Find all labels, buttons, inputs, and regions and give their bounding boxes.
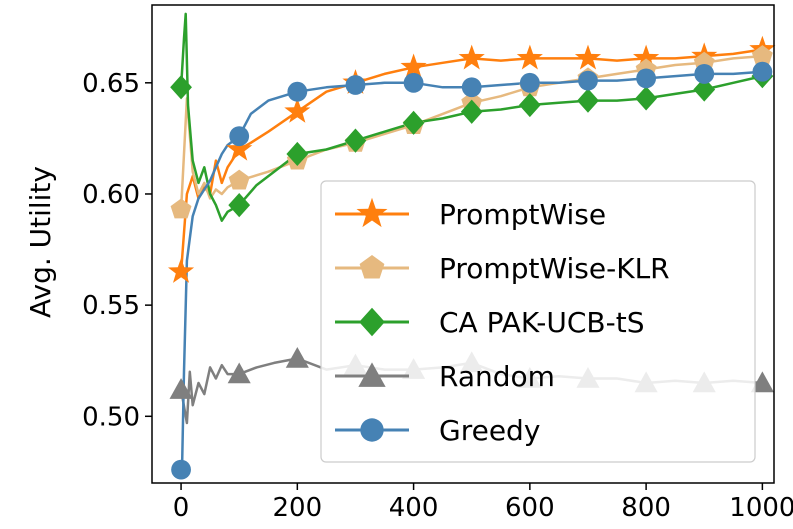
x-tick-label: 400 [389,493,439,523]
data-point-ca-pak-ucb-ts [577,88,599,113]
data-point-promptwise [284,98,311,123]
data-point-ca-pak-ucb-ts [518,92,541,118]
data-point-promptwise-klr [170,198,192,219]
legend-marker-random [358,362,386,387]
data-point-ca-pak-ucb-ts [635,86,658,111]
data-point-greedy [403,72,424,93]
data-point-promptwise [574,44,602,70]
data-point-ca-pak-ucb-ts [344,128,367,153]
data-point-ca-pak-ucb-ts [170,75,192,100]
data-point-promptwise [168,258,195,283]
data-point-ca-pak-ucb-ts [228,192,251,218]
y-tick-label: 0.50 [82,402,140,432]
y-axis-label: Avg. Utility [24,166,57,318]
y-tick-label: 0.65 [82,69,140,99]
data-point-random [169,378,193,399]
data-point-ca-pak-ucb-ts [402,110,425,135]
y-tick-label: 0.55 [82,291,140,321]
data-point-greedy [229,126,250,147]
data-point-greedy [636,68,657,89]
data-point-greedy [345,75,366,95]
x-tick-label: 0 [173,493,190,523]
plot-frame [151,4,775,484]
data-point-greedy [578,70,598,91]
data-point-greedy [287,81,308,102]
data-point-greedy [694,64,715,84]
data-point-promptwise [458,44,485,70]
series-line-greedy [179,70,763,470]
data-point-promptwise [633,44,660,70]
x-tick-label: 1000 [729,493,793,523]
data-point-ca-pak-ucb-ts [693,77,716,102]
data-point-promptwise [516,44,543,70]
legend-marker-promptwise [356,197,388,228]
data-point-promptwise-klr [228,169,250,190]
series-line-ca-pak-ucb-ts [179,12,763,222]
data-point-promptwise [226,135,253,161]
x-tick-label: 200 [273,493,323,523]
data-point-greedy [519,72,540,93]
data-point-promptwise [400,53,427,79]
legend-label-ca-pak-ucb-ts: CA PAK-UCB-tS [439,306,645,339]
data-point-random [285,346,309,368]
series-line-promptwise-klr [179,54,763,210]
legend-box [320,180,756,463]
data-point-greedy [461,77,482,98]
legend-label-promptwise: PromptWise [439,198,606,231]
x-tick-label: 600 [505,493,555,523]
data-point-ca-pak-ucb-ts [286,141,309,167]
x-tick-label: 800 [621,493,671,523]
legend-marker-greedy [360,418,384,442]
data-point-greedy [171,459,191,480]
legend-marker-ca-pak-ucb-ts [359,307,385,337]
legend-label-greedy: Greedy [439,414,540,447]
legend-marker-promptwise-klr [359,255,385,279]
data-point-promptwise-klr [751,45,773,65]
data-point-random [227,362,251,384]
data-point-greedy [752,61,773,82]
axis-ticks: 0 200 400 600 800 1000 0.50 0.55 0.60 0.65 [82,69,793,523]
data-point-random [750,371,774,393]
data-point-ca-pak-ucb-ts [460,99,483,124]
y-tick-label: 0.60 [82,180,140,210]
legend-label-promptwise-klr: PromptWise-KLR [439,252,670,285]
legend-label-random: Random [439,360,555,393]
